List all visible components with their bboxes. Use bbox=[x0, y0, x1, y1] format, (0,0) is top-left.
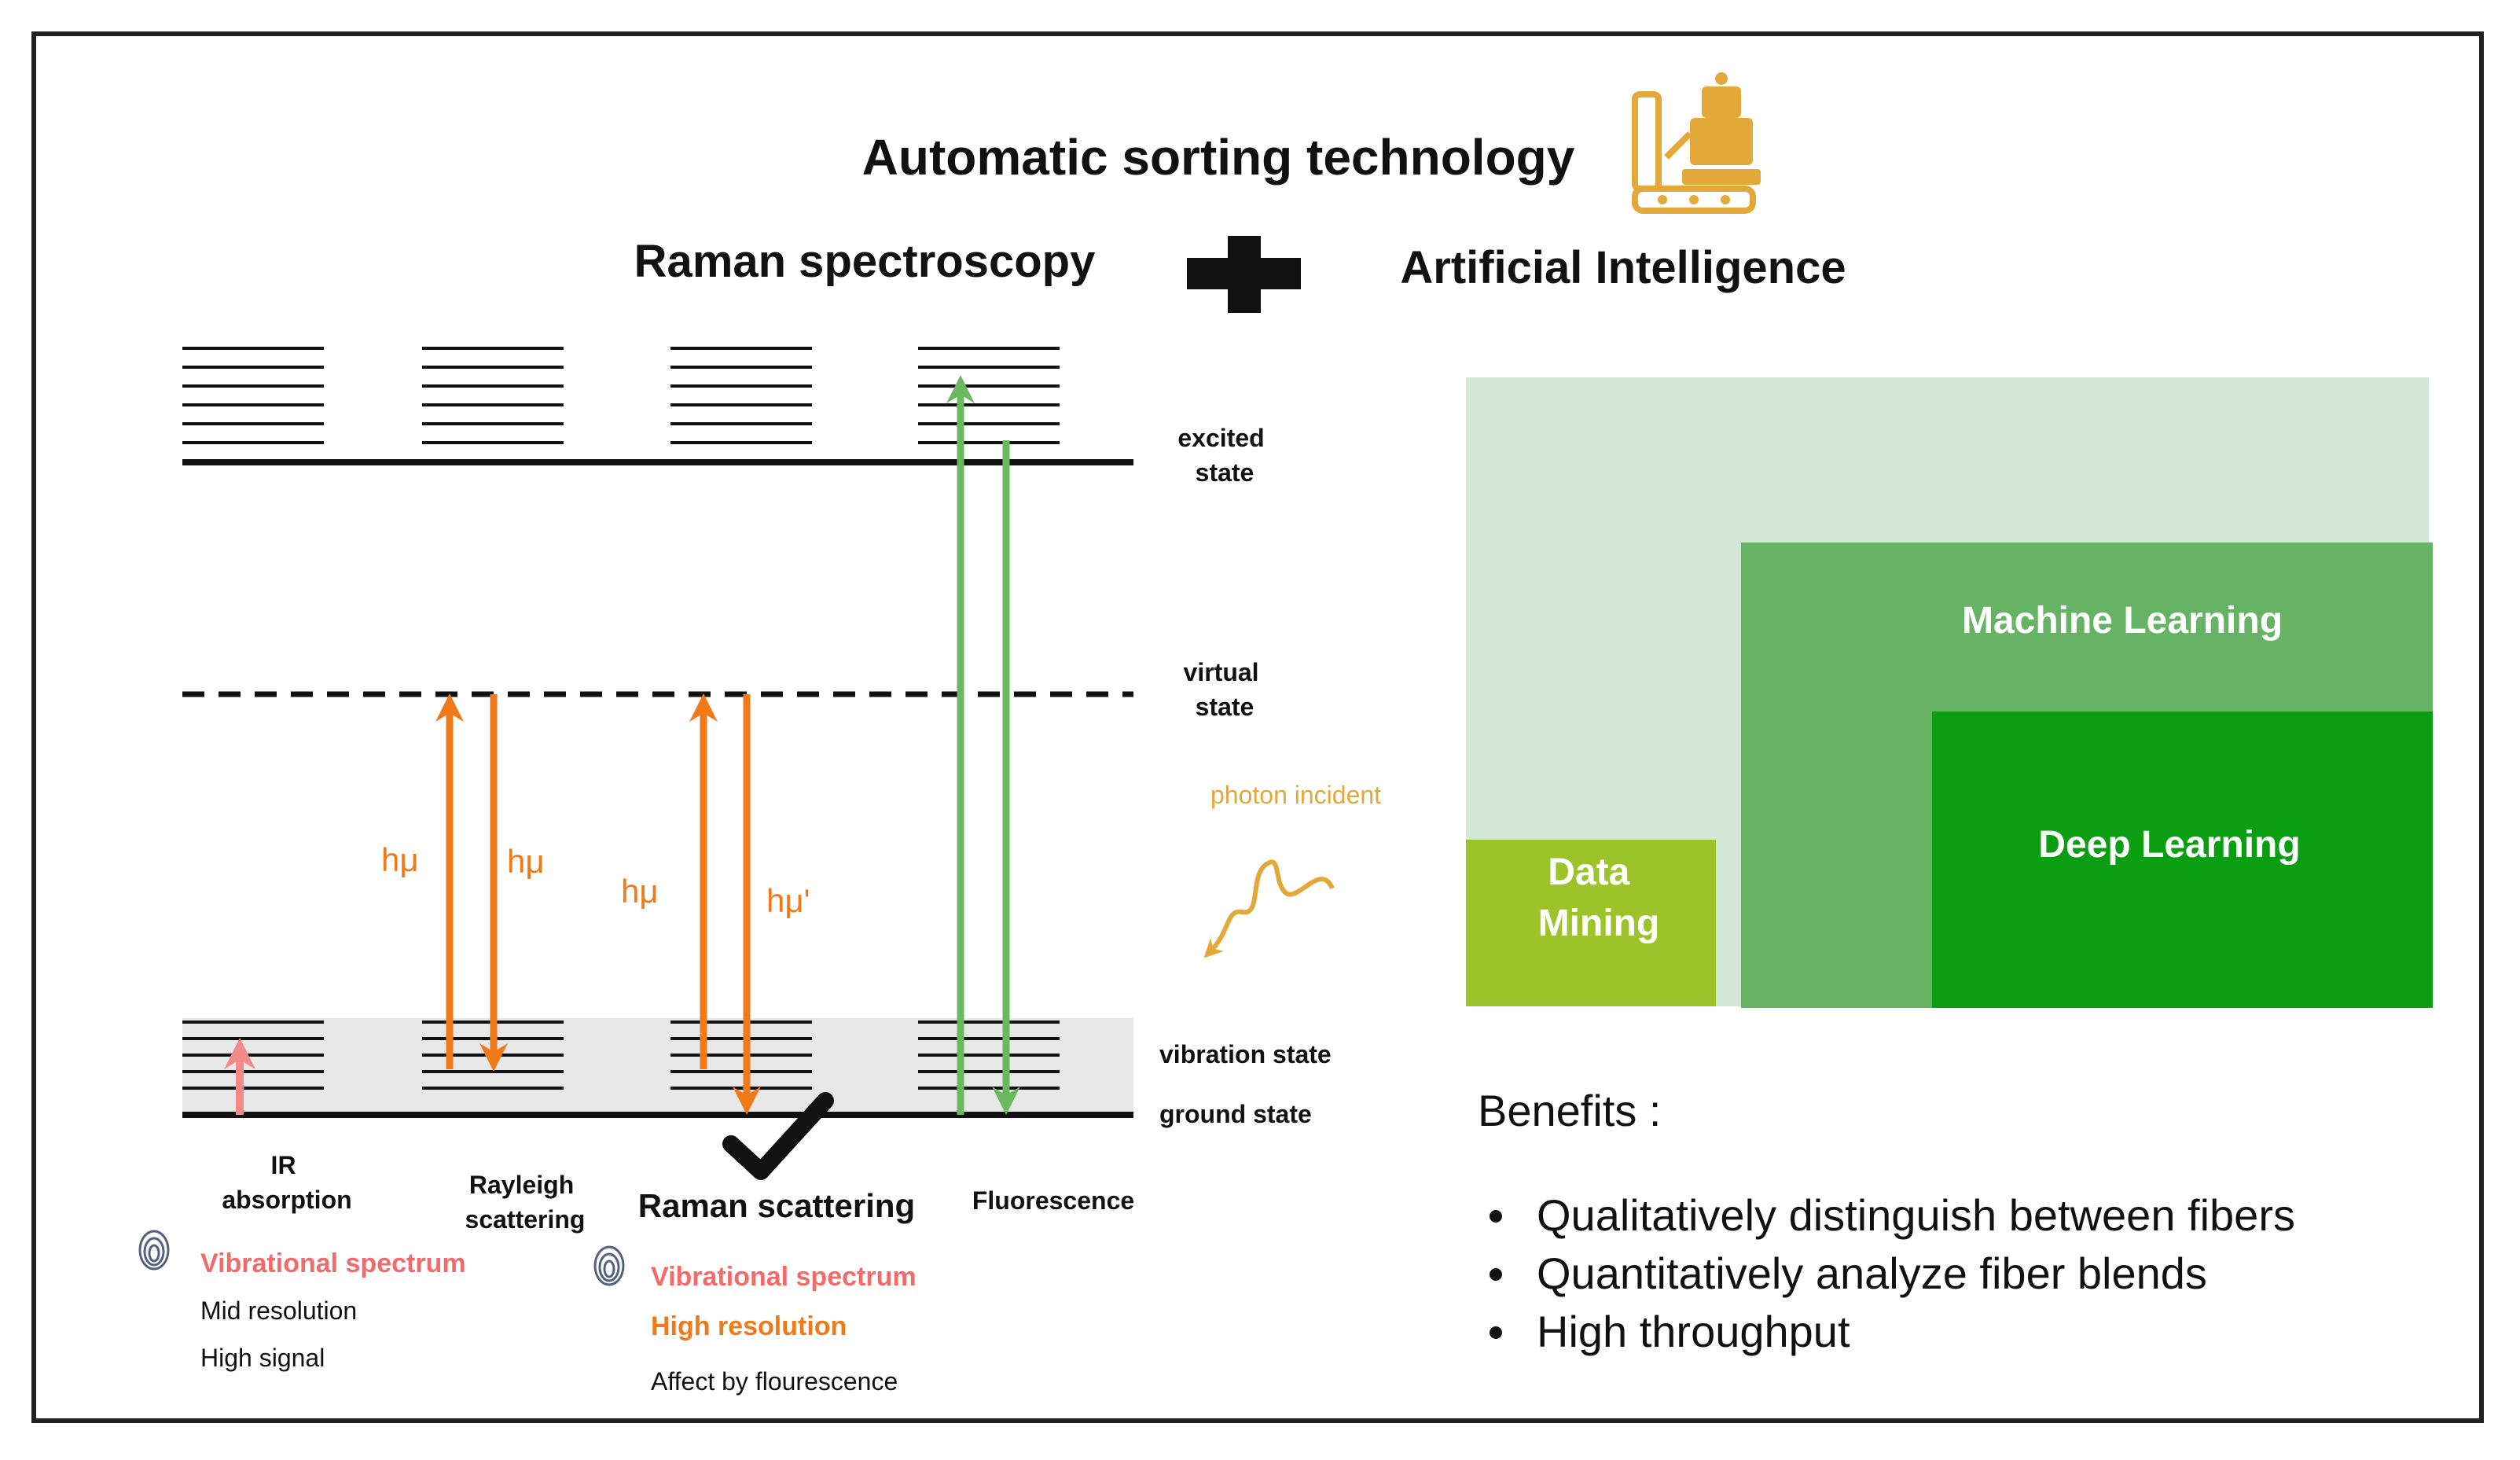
artificial-intelligence-heading: Artificial Intelligence bbox=[1400, 242, 1846, 293]
benefit-item: Quantitatively analyze fiber blends bbox=[1537, 1249, 2207, 1298]
ground-state-label: ground state bbox=[1159, 1100, 1312, 1128]
raman-property-vibrational: Vibrational spectrum bbox=[651, 1262, 917, 1292]
deep-learning-box bbox=[1932, 712, 2433, 1008]
wavy-arrow-icon bbox=[1203, 859, 1335, 958]
raman-down-label: hμ' bbox=[766, 882, 810, 919]
bullet-icon bbox=[1490, 1268, 1502, 1281]
ir-property-resolution: Mid resolution bbox=[200, 1296, 357, 1325]
fingerprint-icon bbox=[138, 1230, 170, 1271]
benefit-item: High throughput bbox=[1537, 1307, 1850, 1356]
checkmark-icon bbox=[722, 1092, 834, 1180]
virtual-state-label: virtual state bbox=[1184, 658, 1266, 721]
rayleigh-down-label: hμ bbox=[507, 843, 545, 880]
rayleigh-scattering-label: Rayleigh scattering bbox=[465, 1171, 586, 1234]
bullet-icon bbox=[1490, 1326, 1502, 1339]
photon-incident-label: photon incident bbox=[1210, 781, 1381, 809]
ir-absorption-label: IR absorption bbox=[222, 1151, 351, 1214]
excited-level-lines bbox=[182, 347, 1060, 444]
plus-icon bbox=[1187, 236, 1301, 313]
raman-property-resolution: High resolution bbox=[651, 1311, 847, 1341]
ir-property-vibrational: Vibrational spectrum bbox=[200, 1249, 466, 1278]
ir-property-signal: High signal bbox=[200, 1344, 325, 1372]
vibration-level-lines bbox=[182, 1021, 1060, 1090]
raman-scattering-label: Raman scattering bbox=[638, 1187, 915, 1224]
vibration-band bbox=[182, 1018, 1133, 1116]
excited-state-label: excited state bbox=[1177, 424, 1271, 487]
machine-learning-label: Machine Learning bbox=[1962, 600, 2283, 642]
rayleigh-up-label: hμ bbox=[381, 841, 419, 878]
benefits-title: Benefits : bbox=[1478, 1086, 1661, 1135]
vibration-state-label: vibration state bbox=[1159, 1040, 1332, 1068]
benefits-list: Qualitatively distinguish between fibers… bbox=[1490, 1190, 2295, 1356]
raman-property-fluorescence: Affect by flourescence bbox=[651, 1367, 898, 1396]
data-mining-box bbox=[1466, 840, 1716, 1006]
bullet-icon bbox=[1490, 1210, 1502, 1223]
fingerprint-icon bbox=[593, 1245, 625, 1286]
data-mining-label: Data Mining bbox=[1538, 851, 1660, 944]
fluorescence-label: Fluorescence bbox=[972, 1186, 1134, 1215]
robot-assembly-icon bbox=[1632, 72, 1761, 214]
benefit-item: Qualitatively distinguish between fibers bbox=[1537, 1190, 2295, 1240]
deep-learning-label: Deep Learning bbox=[2038, 824, 2300, 866]
raman-up-label: hμ bbox=[621, 873, 659, 910]
page-title: Automatic sorting technology bbox=[862, 129, 1575, 186]
figure-frame bbox=[31, 31, 2484, 1423]
raman-spectroscopy-heading: Raman spectroscopy bbox=[634, 236, 1096, 287]
